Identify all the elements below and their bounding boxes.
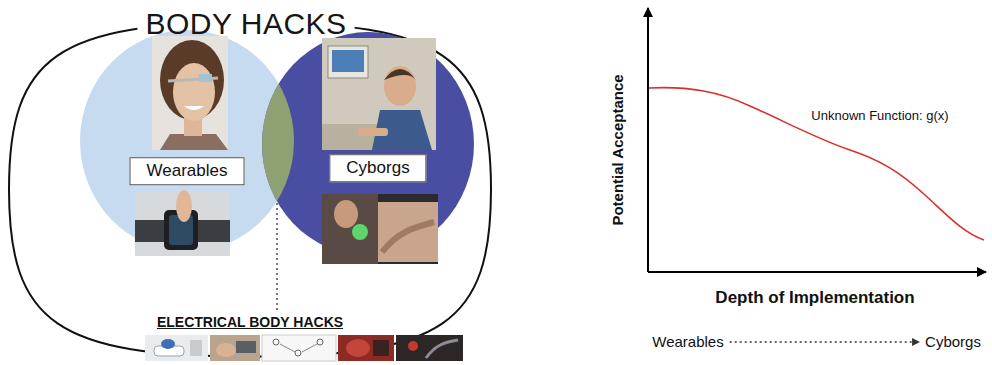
photo-strip bbox=[346, 339, 370, 357]
range-end-label: Cyborgs bbox=[925, 333, 981, 350]
body-hacks-outline bbox=[9, 22, 491, 356]
photo-strip bbox=[273, 339, 279, 345]
photo-strip bbox=[396, 335, 463, 361]
photo-strip bbox=[295, 350, 301, 356]
photo-cyborg-implant bbox=[322, 194, 438, 264]
photo-strip bbox=[190, 340, 202, 356]
photo-smart-glasses bbox=[152, 36, 228, 150]
photo-smart-glasses bbox=[160, 40, 224, 120]
photo-strip bbox=[236, 341, 256, 353]
curve-label: Unknown Function: g(x) bbox=[811, 109, 948, 124]
photo-strip bbox=[426, 340, 458, 358]
range-arrow bbox=[730, 341, 919, 342]
photo-smart-glasses bbox=[199, 74, 212, 82]
photo-cyborg-desk bbox=[384, 66, 416, 106]
wearables-circle-shape bbox=[80, 30, 294, 252]
photo-smart-glasses bbox=[160, 134, 228, 150]
photo-cyborg-desk bbox=[328, 46, 368, 78]
photo-strip bbox=[373, 340, 389, 356]
photo-strip bbox=[161, 339, 175, 349]
circle-label: Wearables bbox=[130, 157, 245, 185]
wearables-circle bbox=[80, 30, 294, 252]
cyborgs-circle: Cyborgs bbox=[262, 32, 474, 256]
photo-strip bbox=[145, 335, 208, 361]
leader-line bbox=[276, 203, 277, 310]
y-axis bbox=[647, 8, 649, 272]
photo-cyborg-implant bbox=[322, 194, 378, 264]
photo-strip bbox=[280, 344, 317, 352]
photo-cyborg-implant bbox=[378, 202, 438, 262]
x-axis-label: Depth of Implementation bbox=[715, 288, 914, 308]
diagram-title: BODY HACKS bbox=[145, 7, 346, 42]
photo-smart-glasses bbox=[152, 36, 228, 150]
photo-strip bbox=[338, 335, 394, 361]
photo-cyborg-implant bbox=[352, 224, 368, 240]
photo-cyborg-desk bbox=[358, 128, 388, 136]
photo-cyborg-desk bbox=[322, 38, 436, 150]
photo-cyborg-desk bbox=[384, 69, 416, 80]
photo-smart-watch bbox=[135, 190, 230, 256]
photo-cyborg-implant bbox=[334, 200, 358, 228]
photo-smart-watch bbox=[176, 190, 192, 222]
range-start-label: Wearables bbox=[652, 333, 723, 350]
photo-cyborg-implant bbox=[322, 194, 438, 264]
photo-strip bbox=[145, 335, 463, 361]
cyborgs-circle-shape bbox=[262, 32, 474, 256]
acceptance-curve bbox=[649, 88, 984, 240]
intersection-label: ELECTRICAL BODY HACKS bbox=[157, 314, 343, 330]
photo-cyborg-desk bbox=[322, 38, 436, 150]
photo-cyborg-desk bbox=[332, 50, 364, 72]
photo-strip bbox=[317, 339, 323, 345]
body-hacks-region: BODY HACKS Wearables Cyborgs bbox=[8, 10, 492, 360]
photo-strip bbox=[210, 335, 260, 361]
x-axis bbox=[648, 271, 986, 273]
photo-strip bbox=[216, 343, 236, 357]
photo-cyborg-implant bbox=[382, 222, 434, 252]
photo-strip bbox=[408, 341, 418, 351]
photo-strip bbox=[262, 335, 336, 361]
photo-smart-glasses bbox=[184, 106, 204, 110]
circle-label: Cyborgs bbox=[329, 154, 426, 182]
photo-smart-glasses bbox=[173, 63, 215, 121]
wearables-circle: Wearables bbox=[80, 30, 294, 252]
y-axis-label: Potential Acceptance bbox=[609, 74, 626, 225]
